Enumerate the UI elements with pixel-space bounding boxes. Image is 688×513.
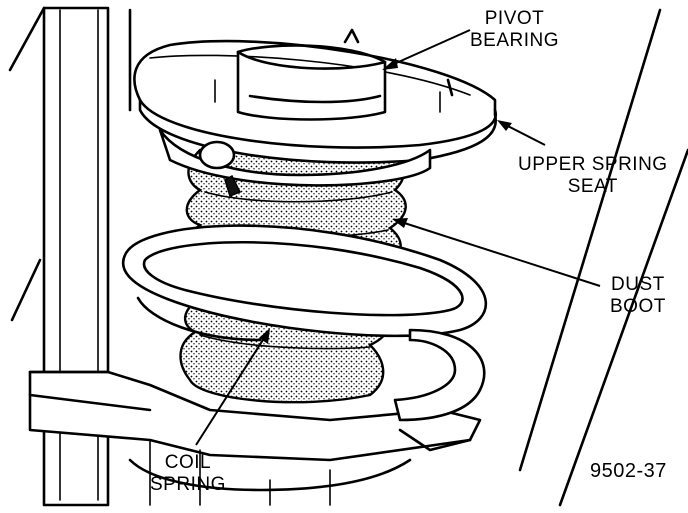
frame-lines	[8, 6, 688, 507]
callout-dust-boot: DUST BOOT	[610, 274, 666, 318]
callout-line: UPPER SPRING	[518, 154, 668, 175]
coil-spring-arrow	[259, 328, 270, 344]
dust-boot-arrow	[392, 218, 408, 228]
callout-line: BOOT	[610, 296, 666, 317]
callout-line: PIVOT	[484, 8, 545, 29]
pivot-bearing	[236, 28, 454, 121]
figure-id: 9502-37	[590, 460, 667, 482]
lower-spring-seat	[28, 370, 482, 506]
coil-spring-leader	[195, 331, 269, 446]
callout-line: SPRING	[150, 474, 226, 495]
pivot-bearing-arrow	[382, 58, 398, 70]
coil-spring	[121, 224, 487, 422]
callout-line: DUST	[611, 274, 665, 295]
upper-spring-seat-arrow	[497, 120, 512, 131]
shading-mark	[224, 174, 242, 197]
callout-line: SEAT	[567, 176, 618, 197]
dust-boot-leader	[394, 219, 601, 287]
callout-line: BEARING	[470, 30, 560, 51]
callout-pivot-bearing: PIVOT BEARING	[470, 8, 559, 52]
pivot-bearing-leader	[384, 29, 471, 69]
callout-line: COIL	[164, 452, 212, 473]
leader-lines	[195, 29, 601, 446]
callout-upper-spring-seat: UPPER SPRING SEAT	[518, 154, 668, 198]
callout-coil-spring: COIL SPRING	[150, 452, 226, 496]
